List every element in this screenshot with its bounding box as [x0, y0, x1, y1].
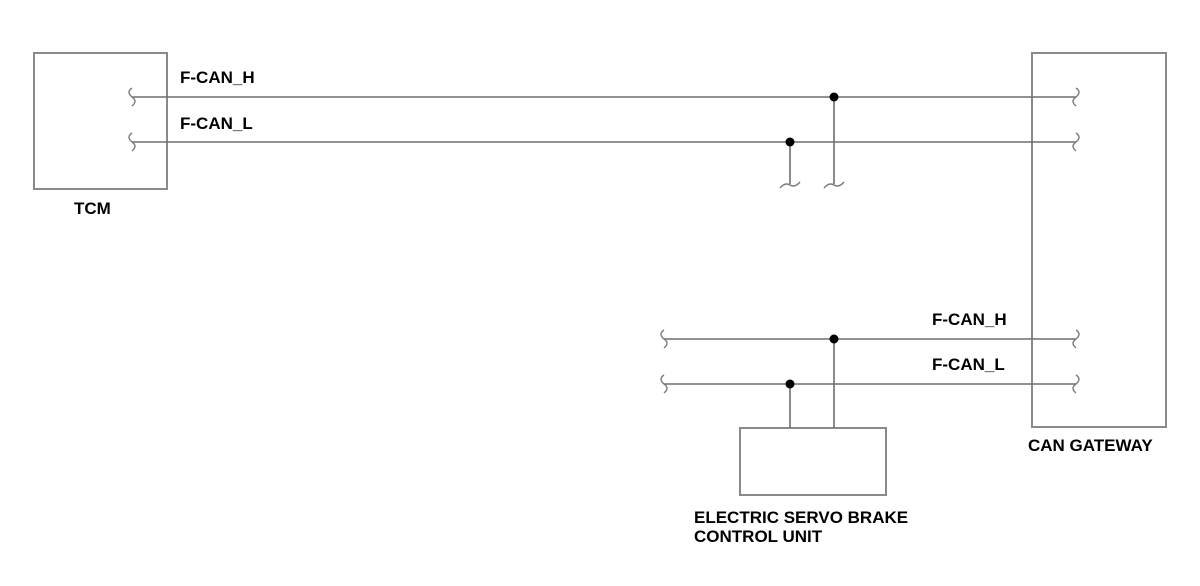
top-can-high-label: F-CAN_H	[180, 68, 255, 87]
tcm-low-wire-break-icon	[128, 132, 136, 152]
low-branch-break-icon	[779, 181, 801, 189]
gateway-top-high-wire-break-icon	[1072, 87, 1080, 107]
top-low-junction-dot	[785, 137, 795, 147]
gateway-bottom-low-wire-break-icon	[1072, 374, 1080, 394]
esb-label-line2: CONTROL UNIT	[694, 527, 823, 546]
can-gateway-label: CAN GATEWAY	[1028, 436, 1153, 455]
tcm-module-box	[33, 52, 168, 190]
bottom-high-junction-dot	[829, 334, 839, 344]
bottom-high-left-break-icon	[660, 329, 668, 349]
esb-control-unit-box	[739, 427, 887, 496]
gateway-bottom-high-wire-break-icon	[1072, 329, 1080, 349]
bottom-low-junction-dot	[785, 379, 795, 389]
top-can-low-label: F-CAN_L	[180, 114, 253, 133]
gateway-top-low-wire-break-icon	[1072, 132, 1080, 152]
tcm-high-wire-break-icon	[128, 87, 136, 107]
top-high-junction-dot	[829, 92, 839, 102]
bottom-can-high-label: F-CAN_H	[932, 310, 1007, 329]
bottom-can-low-label: F-CAN_L	[932, 355, 1005, 374]
can-gateway-module-box	[1031, 52, 1167, 428]
high-branch-break-icon	[823, 181, 845, 189]
tcm-label: TCM	[74, 199, 111, 218]
esb-label-line1: ELECTRIC SERVO BRAKE	[694, 508, 908, 527]
bottom-low-left-break-icon	[660, 374, 668, 394]
